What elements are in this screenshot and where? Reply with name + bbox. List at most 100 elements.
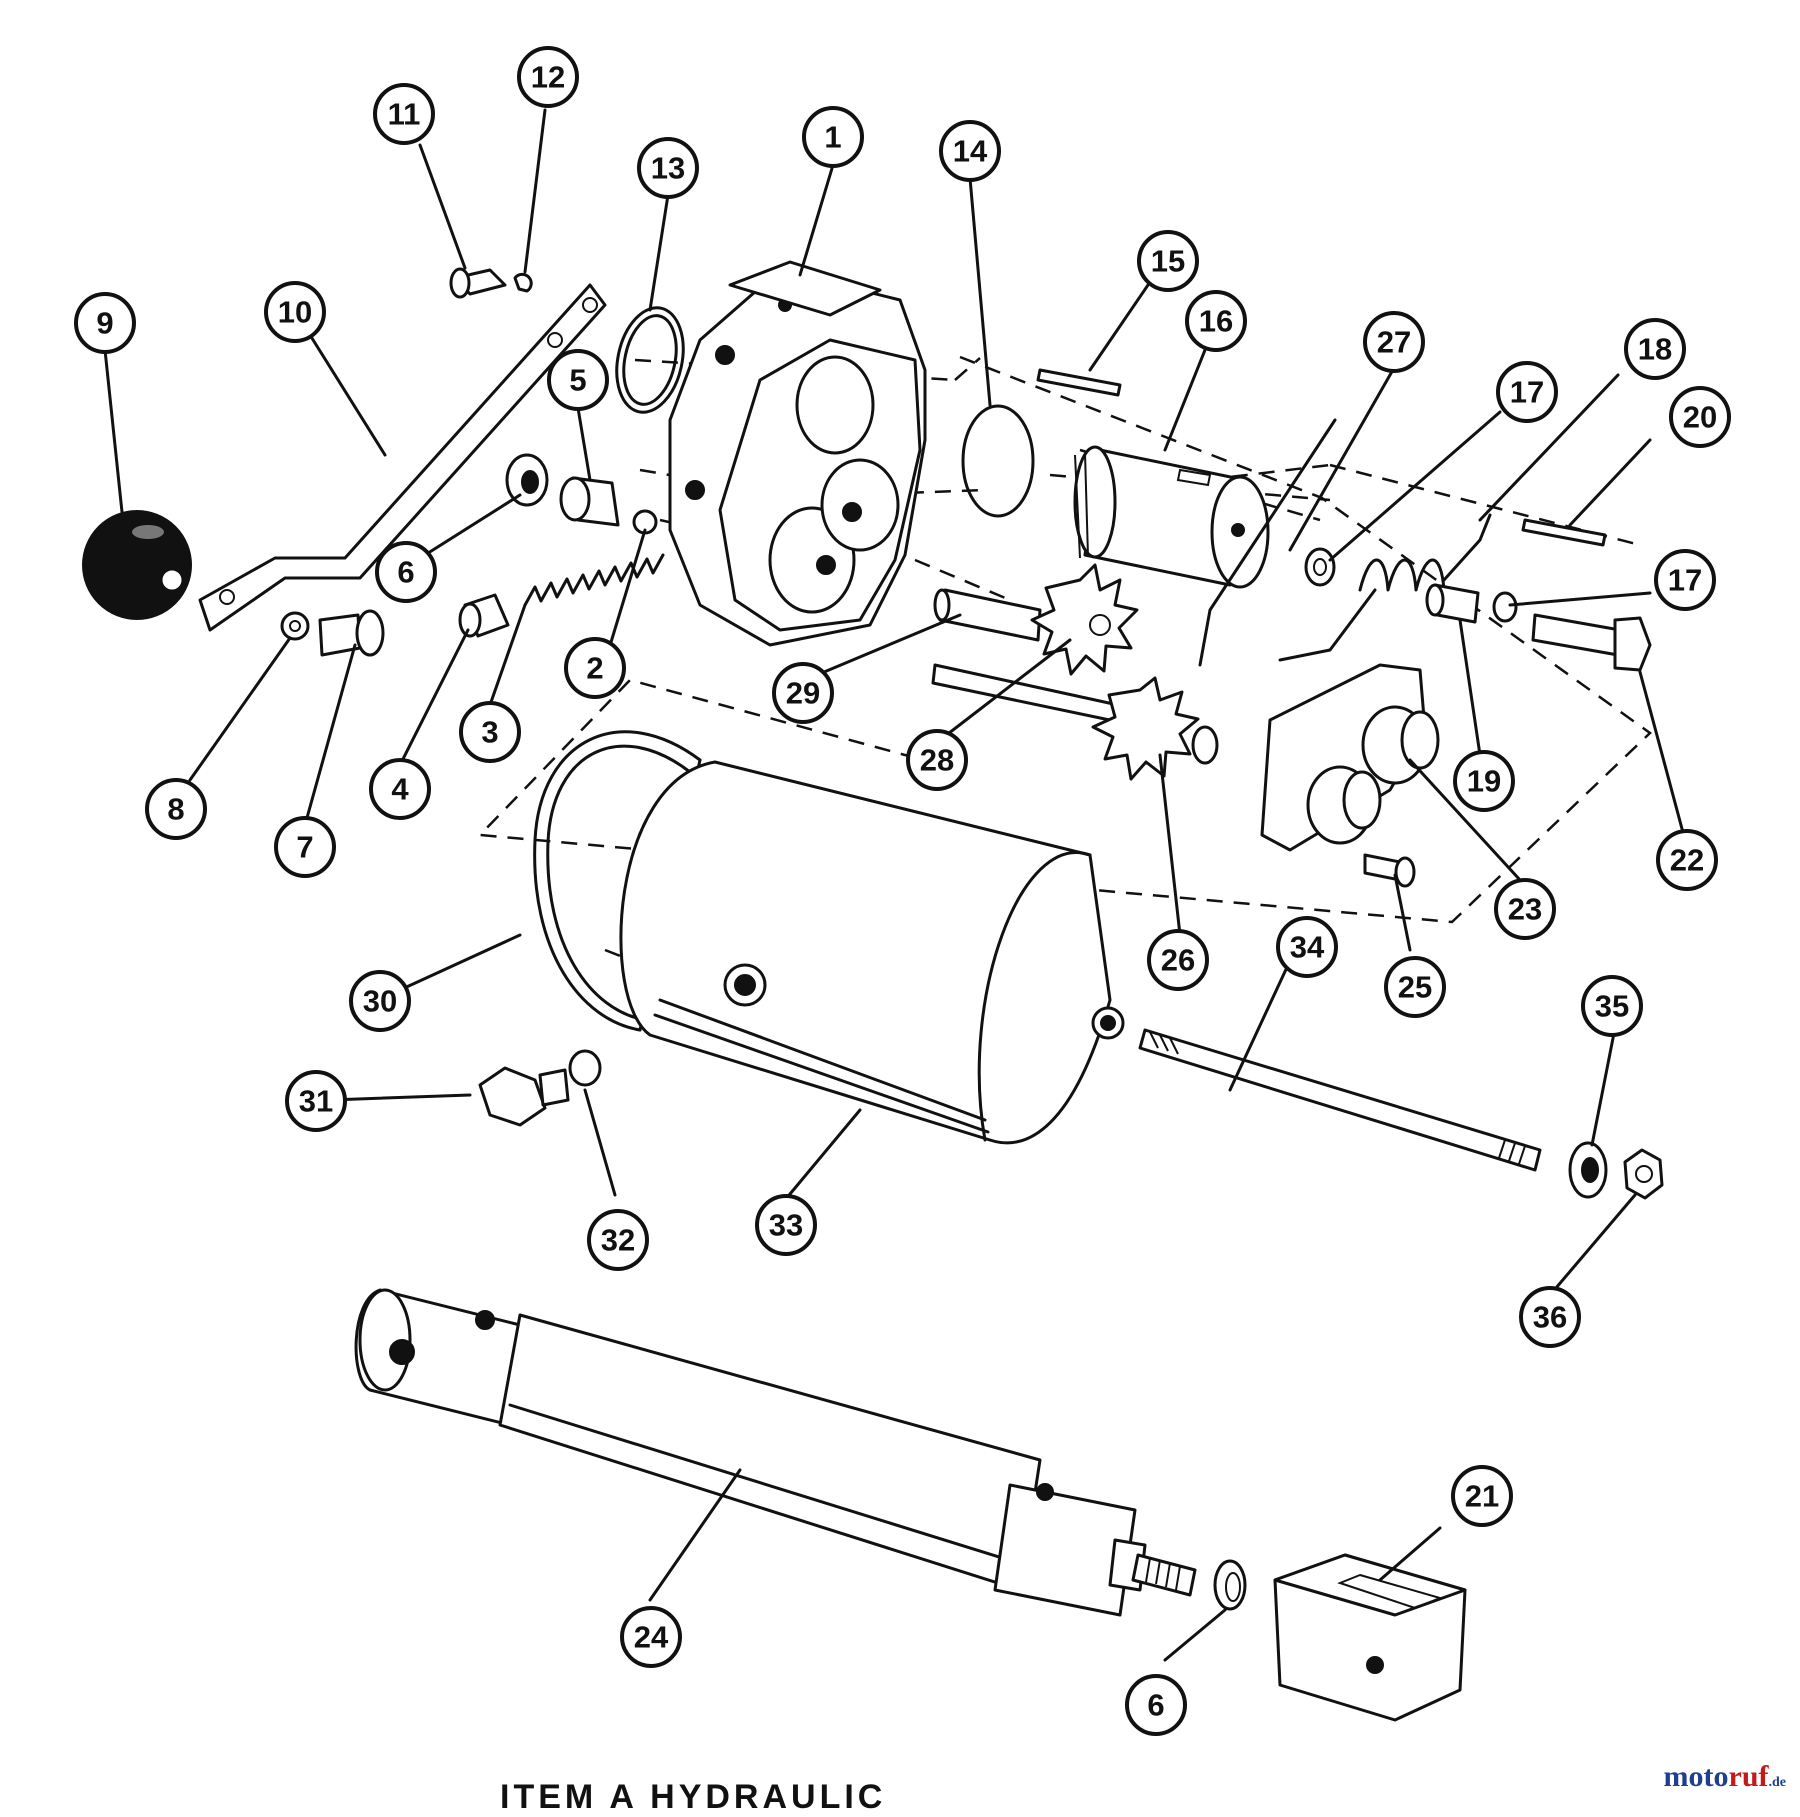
valve-plate-part bbox=[1260, 663, 1440, 852]
lever-arm-part bbox=[198, 283, 607, 632]
callout-13: 13 bbox=[637, 137, 699, 199]
reservoir-part bbox=[619, 760, 1125, 1145]
svg-text:6: 6 bbox=[1147, 1688, 1164, 1723]
callout-33: 33 bbox=[755, 1194, 817, 1256]
callout-35: 35 bbox=[1581, 975, 1643, 1037]
knob-part bbox=[82, 510, 192, 620]
svg-text:14: 14 bbox=[953, 134, 988, 169]
svg-text:26: 26 bbox=[1161, 943, 1195, 978]
svg-text:18: 18 bbox=[1638, 332, 1672, 367]
svg-text:20: 20 bbox=[1683, 400, 1717, 435]
svg-text:5: 5 bbox=[569, 363, 586, 398]
callout-17-upper: 17 bbox=[1496, 361, 1558, 423]
callout-11: 11 bbox=[373, 83, 435, 145]
pin-part-upper bbox=[1036, 368, 1122, 397]
svg-text:17: 17 bbox=[1510, 375, 1544, 410]
svg-text:4: 4 bbox=[391, 772, 409, 807]
watermark-logo: motoruf.de bbox=[1663, 1760, 1786, 1793]
svg-text:28: 28 bbox=[920, 743, 954, 778]
washer-part-17a bbox=[1304, 547, 1336, 587]
callout-25: 25 bbox=[1384, 956, 1446, 1018]
svg-text:34: 34 bbox=[1290, 930, 1325, 965]
svg-text:33: 33 bbox=[769, 1208, 803, 1243]
svg-text:3: 3 bbox=[481, 715, 498, 750]
svg-text:23: 23 bbox=[1508, 892, 1542, 927]
callout-21: 21 bbox=[1451, 1465, 1513, 1527]
svg-text:31: 31 bbox=[299, 1084, 333, 1119]
rod-nut-part bbox=[1623, 1148, 1664, 1200]
wire-part bbox=[1198, 418, 1337, 667]
callout-19: 19 bbox=[1453, 750, 1515, 812]
callout-8: 8 bbox=[145, 778, 207, 840]
washer-part-17b bbox=[1492, 591, 1518, 623]
callout-16: 16 bbox=[1185, 290, 1247, 352]
hydraulic-cylinder-part bbox=[354, 1288, 1197, 1617]
spacer-part bbox=[1425, 583, 1480, 624]
svg-text:27: 27 bbox=[1377, 325, 1411, 360]
svg-text:25: 25 bbox=[1398, 970, 1432, 1005]
callout-12: 12 bbox=[517, 46, 579, 108]
svg-text:7: 7 bbox=[296, 830, 313, 865]
svg-text:19: 19 bbox=[1467, 764, 1501, 799]
idler-gear-part bbox=[1030, 563, 1139, 676]
diagram-caption: ITEM A HYDRAULIC bbox=[500, 1778, 887, 1816]
snap-ring-part bbox=[615, 306, 685, 414]
callout-4: 4 bbox=[369, 758, 431, 820]
svg-text:11: 11 bbox=[388, 97, 421, 132]
svg-text:24: 24 bbox=[634, 1620, 669, 1655]
svg-text:12: 12 bbox=[531, 60, 565, 95]
callout-17-lower: 17 bbox=[1654, 549, 1716, 611]
callout-29: 29 bbox=[772, 662, 834, 724]
callout-28: 28 bbox=[906, 729, 968, 791]
leader-lines bbox=[103, 108, 1687, 1662]
drain-washer-part bbox=[568, 1049, 602, 1087]
callout-1: 1 bbox=[802, 106, 864, 168]
callout-18: 18 bbox=[1624, 318, 1686, 380]
idler-shaft-part bbox=[933, 588, 1042, 642]
svg-text:8: 8 bbox=[167, 792, 184, 827]
callout-36: 36 bbox=[1519, 1286, 1581, 1348]
drain-plug-part bbox=[478, 1066, 570, 1127]
callout-10: 10 bbox=[264, 281, 326, 343]
svg-text:1: 1 bbox=[824, 120, 841, 155]
callout-24: 24 bbox=[620, 1606, 682, 1668]
pin-part-20 bbox=[1521, 518, 1607, 547]
svg-text:29: 29 bbox=[786, 676, 820, 711]
callout-2: 2 bbox=[564, 637, 626, 699]
svg-text:10: 10 bbox=[278, 295, 312, 330]
wing-screw-part bbox=[449, 267, 507, 299]
clevis-part bbox=[1273, 1553, 1467, 1722]
svg-text:9: 9 bbox=[96, 306, 113, 341]
callout-3: 3 bbox=[459, 701, 521, 763]
svg-text:36: 36 bbox=[1533, 1300, 1567, 1335]
svg-text:15: 15 bbox=[1151, 244, 1185, 279]
callout-7: 7 bbox=[274, 816, 336, 878]
svg-text:13: 13 bbox=[651, 151, 685, 186]
washer-part-lower bbox=[1213, 1559, 1247, 1611]
callout-26: 26 bbox=[1147, 929, 1209, 991]
callout-23: 23 bbox=[1494, 878, 1556, 940]
callout-32: 32 bbox=[587, 1209, 649, 1271]
callout-9: 9 bbox=[74, 292, 136, 354]
washer-part-upper bbox=[505, 453, 549, 507]
o-ring-part bbox=[961, 404, 1035, 518]
torsion-spring-part bbox=[1278, 513, 1492, 662]
screw-part-25 bbox=[1363, 853, 1416, 888]
bushing-part bbox=[559, 476, 620, 527]
svg-text:21: 21 bbox=[1465, 1479, 1499, 1514]
tie-rod-part bbox=[1138, 1028, 1542, 1172]
bolt-part bbox=[1531, 613, 1652, 672]
svg-text:6: 6 bbox=[397, 555, 414, 590]
spring-part bbox=[523, 553, 665, 607]
callout-15: 15 bbox=[1137, 230, 1199, 292]
callout-31: 31 bbox=[285, 1070, 347, 1132]
callout-27: 27 bbox=[1363, 311, 1425, 373]
svg-text:2: 2 bbox=[586, 651, 603, 686]
callout-22: 22 bbox=[1656, 829, 1718, 891]
svg-text:32: 32 bbox=[601, 1223, 635, 1258]
callout-14: 14 bbox=[939, 120, 1001, 182]
callout-5: 5 bbox=[547, 349, 609, 411]
callout-20: 20 bbox=[1669, 386, 1731, 448]
callout-6-upper: 6 bbox=[375, 541, 437, 603]
